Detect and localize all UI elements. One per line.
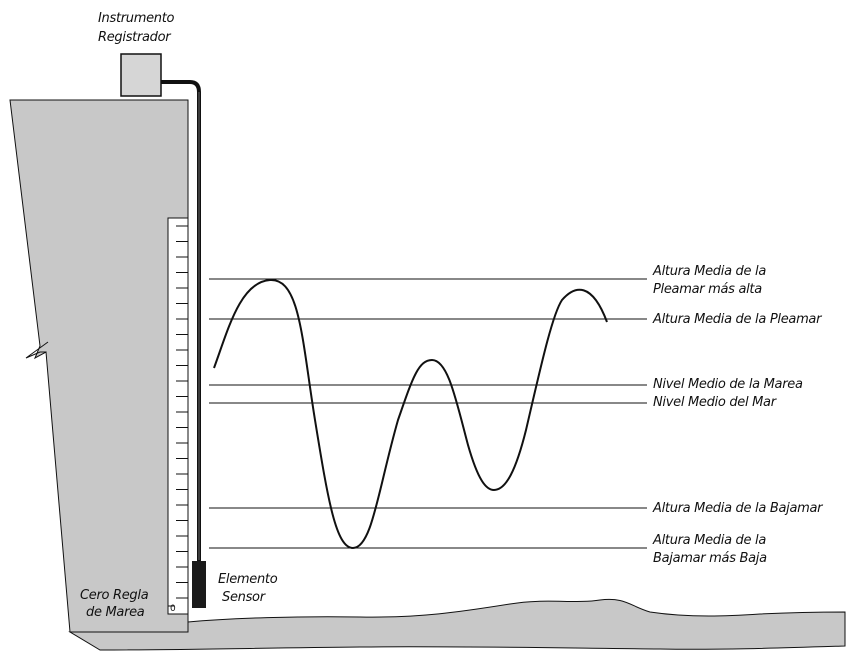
sensor-element (192, 561, 206, 608)
label-mhw: Altura Media de la Pleamar (652, 312, 823, 327)
sensor-label-line2: Sensor (222, 590, 267, 605)
recording-instrument-box (120, 53, 162, 97)
label-mtl: Nivel Medio de la Marea (653, 377, 803, 392)
sensor-label-line1: Elemento (218, 572, 278, 587)
pier-break-line (25, 341, 49, 359)
tide-staff-ticks (176, 225, 188, 599)
label-mhhw-line2: Pleamar más alta (653, 282, 762, 297)
tide-staff (167, 217, 189, 615)
instrument-label-line2: Registrador (98, 30, 172, 45)
label-mllw-line1: Altura Media de la (652, 533, 766, 548)
label-mhhw-line1: Altura Media de la (652, 264, 766, 279)
label-mlw: Altura Media de la Bajamar (652, 501, 824, 516)
staff-zero-mark: 0 (170, 604, 176, 614)
pier-structure (9, 99, 189, 633)
sensor-pipe (161, 80, 201, 562)
tide-curve (213, 278, 608, 550)
ground (68, 598, 846, 651)
label-mllw-line2: Bajamar más Baja (653, 551, 767, 566)
label-msl: Nivel Medio del Mar (653, 395, 778, 410)
reference-lines (209, 278, 647, 549)
staff-zero-label-line1: Cero Regla (80, 588, 149, 603)
instrument-label-line1: Instrumento (98, 11, 175, 26)
staff-zero-label-line2: de Marea (86, 605, 145, 620)
